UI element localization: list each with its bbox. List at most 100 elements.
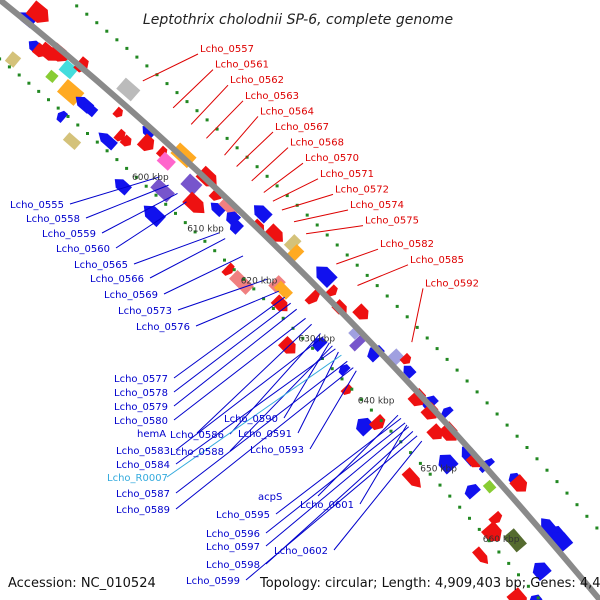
gene-arrow bbox=[119, 134, 132, 147]
gene-feature bbox=[356, 417, 376, 437]
reverse-gene-label[interactable]: Lcho_0597 bbox=[206, 542, 260, 553]
forward-gene-label[interactable]: Lcho_0568 bbox=[290, 138, 344, 149]
tick-mark bbox=[305, 213, 309, 217]
tick-mark bbox=[281, 316, 285, 320]
leader-line bbox=[236, 131, 274, 167]
forward-gene-label[interactable]: Lcho_0572 bbox=[335, 184, 389, 195]
gene-block bbox=[150, 178, 175, 203]
reverse-gene-label[interactable]: Lcho_0576 bbox=[136, 322, 190, 333]
gene-arrow bbox=[368, 414, 386, 431]
reverse-gene-label[interactable]: Lcho_0598 bbox=[206, 560, 260, 571]
tick-mark bbox=[76, 123, 80, 127]
tick-mark bbox=[235, 146, 239, 150]
scale-label: 620 kbp bbox=[241, 276, 278, 286]
leader-line bbox=[175, 360, 348, 494]
forward-gene-label[interactable]: Lcho_0557 bbox=[200, 44, 254, 55]
gene-feature bbox=[401, 467, 421, 488]
reverse-gene-label[interactable]: Lcho_0566 bbox=[90, 274, 144, 285]
forward-gene-label[interactable]: Lcho_0561 bbox=[215, 60, 269, 71]
tick-mark bbox=[536, 596, 540, 600]
leader-line bbox=[245, 435, 418, 581]
gene-block bbox=[503, 528, 527, 553]
reverse-gene-label[interactable]: Lcho_0599 bbox=[186, 576, 240, 587]
tick-mark bbox=[27, 81, 31, 85]
gene-feature bbox=[114, 179, 132, 196]
reverse-gene-label[interactable]: Lcho_0593 bbox=[250, 445, 304, 456]
tick-mark bbox=[66, 115, 70, 118]
gene-block bbox=[156, 151, 176, 171]
reverse-gene-label[interactable]: hemA bbox=[137, 429, 166, 440]
reverse-gene-label[interactable]: Lcho_0588 bbox=[170, 447, 224, 458]
gene-feature bbox=[264, 223, 283, 242]
tick-mark bbox=[409, 451, 413, 455]
gene-arrow bbox=[98, 132, 118, 151]
reverse-gene-label[interactable]: Lcho_0596 bbox=[206, 529, 260, 540]
tick-mark bbox=[405, 315, 409, 319]
reverse-gene-label[interactable]: Lcho_0586 bbox=[170, 430, 224, 441]
reverse-gene-label[interactable]: Lcho_0579 bbox=[114, 402, 168, 413]
scale-label: 600 kbp bbox=[132, 173, 169, 183]
forward-gene-label[interactable]: Lcho_0570 bbox=[305, 153, 359, 164]
forward-gene-label[interactable]: Lcho_0562 bbox=[230, 75, 284, 86]
gene-arrow bbox=[312, 337, 328, 352]
gene-feature bbox=[112, 106, 123, 118]
reverse-gene-label[interactable]: Lcho_0580 bbox=[114, 416, 168, 427]
reverse-gene-label[interactable]: Lcho_0587 bbox=[116, 489, 170, 500]
gene-feature bbox=[119, 134, 132, 147]
forward-gene-label[interactable]: Lcho_0585 bbox=[410, 255, 464, 266]
gene-feature bbox=[268, 275, 286, 293]
tick-mark bbox=[375, 284, 379, 288]
gene-arrow bbox=[229, 220, 244, 235]
tick-mark bbox=[86, 132, 89, 135]
leader-line bbox=[175, 336, 324, 451]
leader-line bbox=[85, 184, 169, 219]
rna-label[interactable]: Lcho_R0007 bbox=[107, 473, 168, 484]
reverse-gene-label[interactable]: Lcho_0595 bbox=[216, 510, 270, 521]
reverse-gene-label[interactable]: Lcho_0578 bbox=[114, 388, 168, 399]
gene-feature bbox=[528, 594, 543, 600]
forward-gene-label[interactable]: Lcho_0575 bbox=[365, 216, 419, 227]
tick-mark bbox=[325, 233, 329, 237]
tick-mark bbox=[205, 118, 209, 122]
gene-arrow bbox=[325, 284, 338, 297]
gene-arrow bbox=[210, 202, 226, 218]
reverse-gene-label[interactable]: Lcho_0555 bbox=[10, 200, 64, 211]
forward-gene-label[interactable]: Lcho_0592 bbox=[425, 278, 479, 289]
reverse-gene-label[interactable]: Lcho_0589 bbox=[116, 505, 170, 516]
reverse-gene-label[interactable]: Lcho_0584 bbox=[116, 460, 170, 471]
tick-mark bbox=[487, 539, 491, 543]
reverse-gene-label[interactable]: Lcho_0590 bbox=[224, 414, 278, 425]
reverse-gene-label[interactable]: Lcho_0601 bbox=[300, 500, 354, 511]
forward-gene-label[interactable]: Lcho_0564 bbox=[260, 106, 314, 117]
tick-mark bbox=[428, 472, 432, 476]
forward-gene-label[interactable]: Lcho_0582 bbox=[380, 239, 434, 250]
forward-gene-label[interactable]: Lcho_0563 bbox=[245, 91, 299, 102]
tick-mark bbox=[311, 346, 315, 350]
tick-mark bbox=[475, 390, 479, 394]
tick-mark bbox=[195, 109, 199, 113]
leader-line bbox=[272, 178, 319, 202]
tick-mark bbox=[185, 100, 189, 104]
reverse-gene-label[interactable]: Lcho_0602 bbox=[274, 546, 328, 557]
reverse-gene-label[interactable]: Lcho_0569 bbox=[104, 290, 158, 301]
reverse-gene-label[interactable]: Lcho_0577 bbox=[114, 374, 168, 385]
reverse-gene-label[interactable]: Lcho_0583 bbox=[116, 446, 170, 457]
reverse-gene-label[interactable]: Lcho_0591 bbox=[238, 429, 292, 440]
reverse-gene-label[interactable]: Lcho_0560 bbox=[56, 244, 110, 255]
reverse-gene-label[interactable]: Lcho_0558 bbox=[26, 214, 80, 225]
forward-gene-label[interactable]: Lcho_0571 bbox=[320, 169, 374, 180]
gene-arrow bbox=[356, 417, 376, 437]
tick-mark bbox=[379, 419, 383, 423]
scale-label: 630 kbp bbox=[298, 334, 335, 344]
reverse-gene-label[interactable]: acpS bbox=[258, 492, 282, 503]
forward-gene-label[interactable]: Lcho_0574 bbox=[350, 200, 404, 211]
reverse-gene-label[interactable]: Lcho_0565 bbox=[74, 260, 128, 271]
leader-line bbox=[196, 323, 312, 434]
reverse-gene-label[interactable]: Lcho_0573 bbox=[118, 306, 172, 317]
forward-gene-label[interactable]: Lcho_0567 bbox=[275, 122, 329, 133]
gene-arrow bbox=[472, 546, 489, 564]
leader-line bbox=[251, 147, 289, 182]
reverse-gene-label[interactable]: Lcho_0559 bbox=[42, 229, 96, 240]
tick-mark bbox=[95, 140, 99, 144]
